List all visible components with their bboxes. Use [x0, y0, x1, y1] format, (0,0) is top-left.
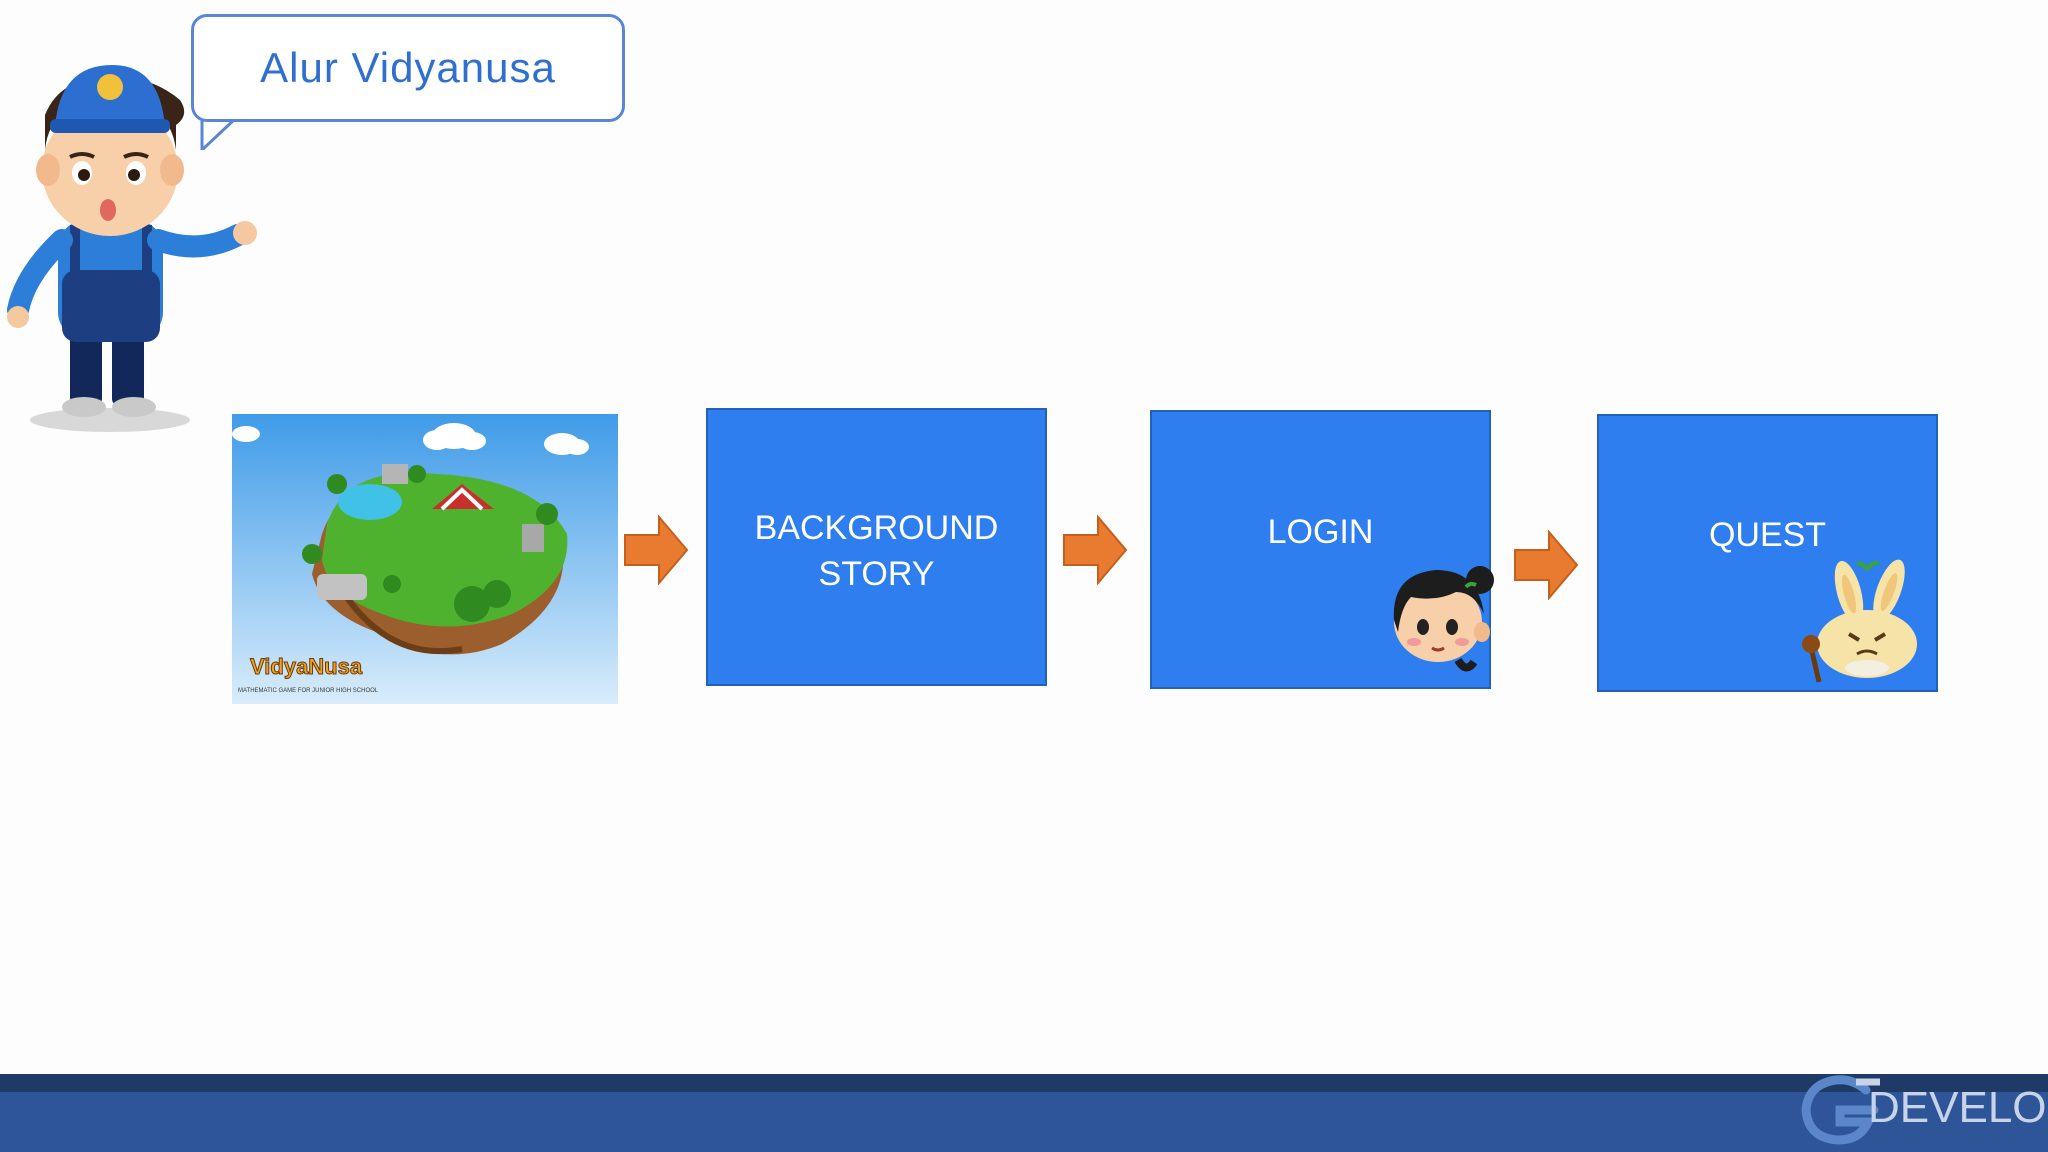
right-arrow-icon: [1063, 515, 1128, 585]
footer-bar: [0, 1092, 2048, 1152]
vidyanusa-logo-text: VidyaNusa: [250, 654, 363, 679]
flow-step-label: LOGIN: [1267, 513, 1374, 551]
speech-bubble: [191, 14, 625, 122]
mascot-boy-illustration: [7, 65, 257, 432]
right-arrow-icon: [624, 515, 689, 585]
footer-brand-text: DEVELOP: [1868, 1083, 2048, 1132]
right-arrow-icon: [1514, 530, 1579, 600]
girl-character-icon: [1393, 566, 1494, 672]
gdevelop-logo-icon: [1801, 1075, 1880, 1145]
footer-top-strip: [0, 1074, 2048, 1092]
flow-step-label: BACKGROUND: [754, 509, 999, 547]
flow-step-label: STORY: [818, 555, 935, 593]
vidyanusa-island-image: VidyaNusa MATHEMATIC GAME FOR JUNIOR HIG…: [232, 414, 618, 704]
flow-step-label: QUEST: [1708, 516, 1827, 554]
page-title: Alur Vidyanusa: [260, 44, 556, 91]
vidyanusa-tagline: MATHEMATIC GAME FOR JUNIOR HIGH SCHOOL: [238, 688, 379, 694]
bunny-character-icon: [1802, 559, 1917, 683]
flow-step-background-story: BACKGROUND STORY: [706, 408, 1047, 686]
